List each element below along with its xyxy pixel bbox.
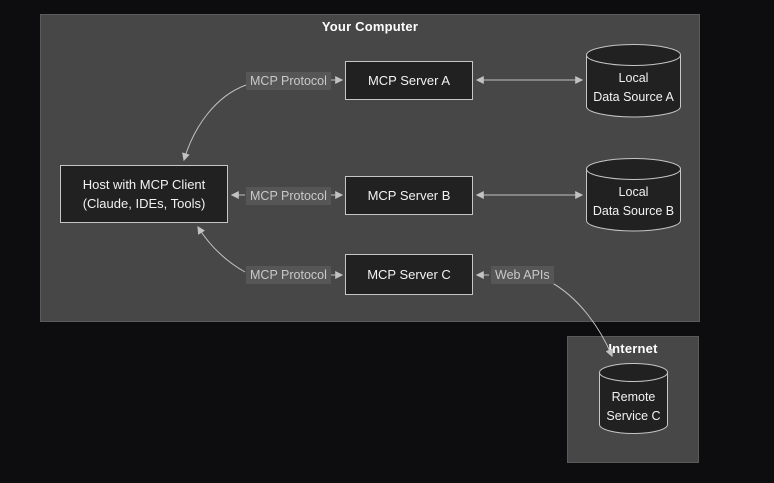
local-data-source-b-node: Local Data Source B <box>585 157 682 233</box>
remote-service-c-node: Remote Service C <box>598 362 669 436</box>
remote-service-c-line1: Remote <box>611 390 656 404</box>
data-source-a-line2: Data Source A <box>593 90 674 104</box>
edge-label-mcp-protocol-c: MCP Protocol <box>246 266 331 284</box>
data-source-b-line1: Local <box>618 185 649 199</box>
mcp-server-b-node: MCP Server B <box>345 176 473 215</box>
internet-group: Internet <box>567 336 699 463</box>
mcp-server-b-label: MCP Server B <box>367 187 451 203</box>
edge-label-web-apis: Web APIs <box>491 266 554 284</box>
data-source-b-line2: Data Source B <box>592 204 675 218</box>
host-node-line1: Host with MCP Client <box>82 176 206 192</box>
internet-title: Internet <box>608 341 658 356</box>
mcp-server-c-label: MCP Server C <box>367 266 451 282</box>
mcp-server-c-node: MCP Server C <box>345 254 473 295</box>
your-computer-title: Your Computer <box>321 19 419 34</box>
mcp-server-a-node: MCP Server A <box>345 61 473 100</box>
host-node-line2: (Claude, IDEs, Tools) <box>82 196 206 211</box>
edge-label-mcp-protocol-b: MCP Protocol <box>246 187 331 205</box>
host-node: Host with MCP Client (Claude, IDEs, Tool… <box>60 165 228 223</box>
local-data-source-a-node: Local Data Source A <box>585 43 682 119</box>
edge-label-mcp-protocol-a: MCP Protocol <box>246 72 331 90</box>
mcp-server-a-label: MCP Server A <box>367 72 451 88</box>
database-cylinder-icon <box>599 363 668 434</box>
remote-service-c-line2: Service C <box>606 409 661 423</box>
data-source-a-line1: Local <box>618 71 649 85</box>
database-cylinder-icon <box>586 158 681 232</box>
database-cylinder-icon <box>586 44 681 118</box>
